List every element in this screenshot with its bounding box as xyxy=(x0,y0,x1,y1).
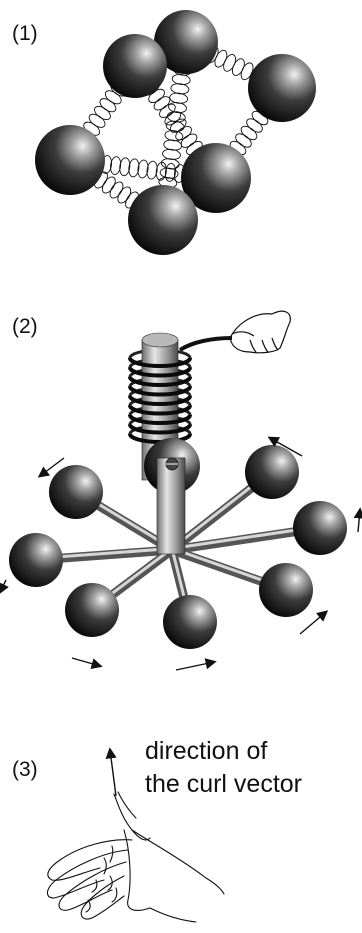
arrow-icon xyxy=(300,612,326,634)
ball xyxy=(35,125,105,195)
ball xyxy=(103,34,167,98)
ball xyxy=(128,185,198,255)
arrow-icon xyxy=(358,510,360,532)
spring-lattice-panel: (1) xyxy=(0,0,362,275)
spring-coil xyxy=(107,180,125,201)
ball xyxy=(259,563,313,617)
spring-coil xyxy=(115,185,133,206)
ball xyxy=(163,595,217,649)
hand-icon xyxy=(47,792,224,922)
spring-coil xyxy=(233,131,253,150)
rod-top xyxy=(142,333,178,347)
curl-vector-arrow xyxy=(110,750,116,796)
ball xyxy=(248,54,316,122)
right-hand-rule-panel: (3) direction of the curl vector xyxy=(0,730,362,933)
spring-coil xyxy=(244,116,264,135)
arrow-icon xyxy=(176,662,214,670)
paddle-wheel-panel: (2) xyxy=(0,300,362,700)
arrow-icon xyxy=(72,658,100,666)
spring-coil xyxy=(152,94,172,113)
ball xyxy=(65,583,119,637)
arrow-icon xyxy=(0,580,6,592)
ball xyxy=(245,445,299,499)
spring-lattice-figure xyxy=(0,0,362,275)
ball xyxy=(49,465,103,519)
lower-rod xyxy=(157,458,185,554)
hand-icon xyxy=(230,311,290,353)
right-hand-figure xyxy=(0,730,362,933)
ball xyxy=(9,533,63,587)
paddle-wheel-figure xyxy=(0,300,362,700)
ball xyxy=(293,501,347,555)
spring-coil xyxy=(100,175,118,196)
spring-coil xyxy=(239,124,259,143)
